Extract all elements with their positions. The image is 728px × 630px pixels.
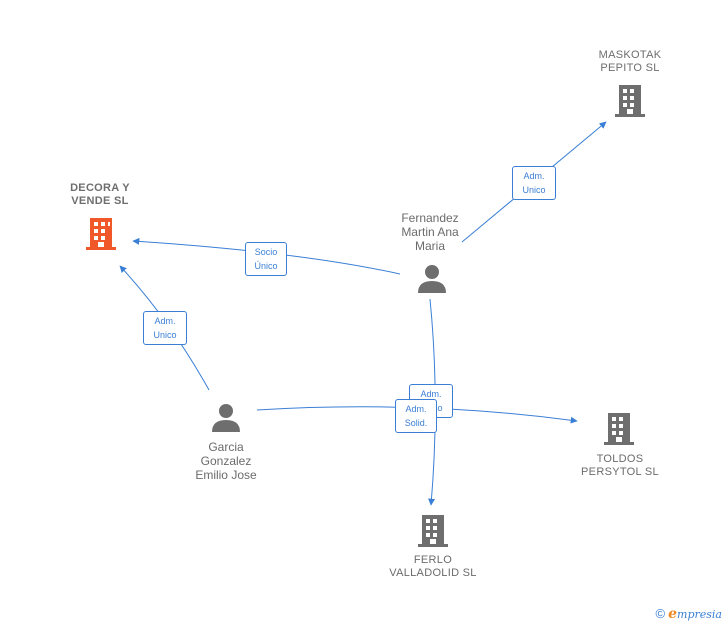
- toldos-label[interactable]: TOLDOS PERSYTOL SL: [581, 453, 659, 478]
- fernandez-person-icon[interactable]: [418, 265, 446, 293]
- brand-logo-text: mpresia: [677, 608, 722, 621]
- garcia-person-icon[interactable]: [212, 404, 240, 432]
- ferlo-building-icon[interactable]: [418, 515, 448, 547]
- maskotak-building-icon[interactable]: [615, 85, 645, 117]
- decora-label[interactable]: DECORA Y VENDE SL: [70, 182, 130, 207]
- edge-label-fernandez-decora: Socio Único: [245, 242, 287, 276]
- edge-label-garcia-decora: Adm. Unico: [143, 311, 187, 345]
- brand-logo-e: e: [668, 606, 678, 622]
- edge-label-garcia-toldos: Adm. Solid.: [395, 399, 437, 433]
- decora-building-icon[interactable]: [86, 218, 116, 250]
- ferlo-label[interactable]: FERLO VALLADOLID SL: [389, 554, 477, 579]
- footer-brand: ©empresia: [656, 606, 722, 622]
- edge-label-fernandez-maskotak: Adm. Unico: [512, 166, 556, 200]
- fernandez-label[interactable]: Fernandez Martin Ana Maria: [401, 211, 459, 253]
- garcia-label[interactable]: Garcia Gonzalez Emilio Jose: [195, 440, 257, 482]
- maskotak-label[interactable]: MASKOTAK PEPITO SL: [598, 49, 662, 74]
- toldos-building-icon[interactable]: [604, 413, 634, 445]
- copyright-icon: ©: [655, 606, 666, 621]
